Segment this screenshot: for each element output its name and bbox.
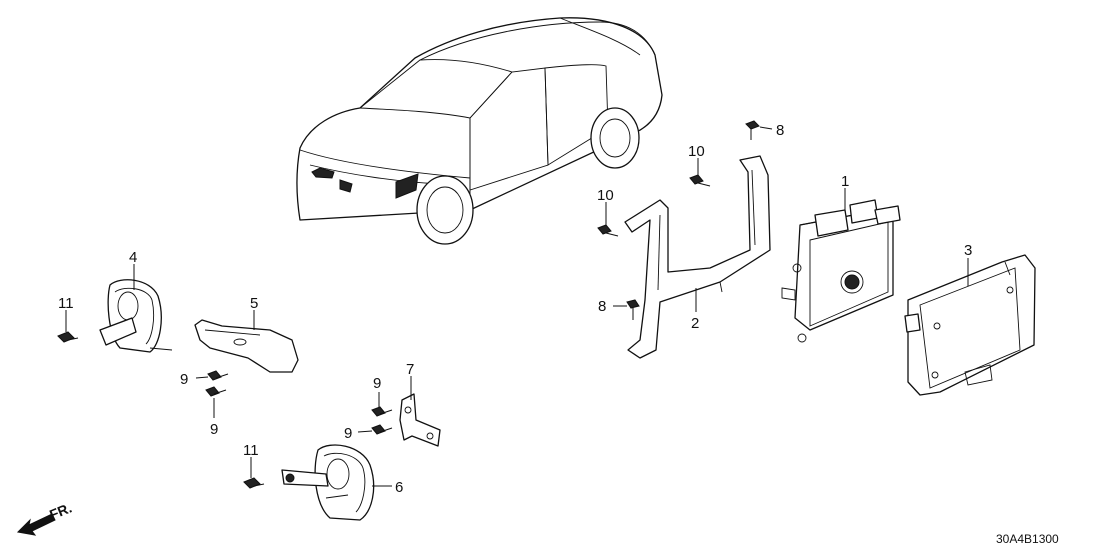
bolt-9-d: [371, 424, 393, 435]
callout-10-lower: 10: [597, 187, 614, 204]
bolt-9-b: [205, 386, 227, 397]
callout-8-upper: 8: [776, 122, 784, 139]
callout-7: 7: [406, 361, 414, 378]
nut-11-left: [57, 331, 79, 343]
leader-lines: [65, 126, 969, 487]
diagram-code: 30A4B1300: [996, 532, 1059, 546]
callout-3: 3: [964, 242, 972, 259]
callout-9-a: 9: [180, 371, 188, 388]
bolt-9-a: [207, 370, 229, 381]
part-5-horn-bracket: [194, 319, 299, 373]
part-7-bracket: [399, 393, 441, 447]
front-direction-indicator: FR.: [16, 499, 74, 536]
part-1-control-unit: [781, 199, 901, 343]
callout-11-lower: 11: [243, 442, 259, 459]
front-arrow-icon: [16, 513, 56, 536]
part-4-horn: [99, 279, 173, 353]
callout-9-b: 9: [210, 421, 218, 438]
vehicle-illustration: [296, 17, 663, 245]
callout-5: 5: [250, 295, 258, 312]
callout-labels: 1 2 3 4 5 6 7 8 8 9 9 9 9 10 10 11 11: [58, 122, 972, 496]
front-arrow-label: FR.: [47, 499, 74, 522]
bolt-8-upper: [745, 120, 760, 140]
callout-11-left: 11: [58, 295, 74, 312]
bolt-10-upper: [689, 174, 711, 187]
callout-2: 2: [691, 315, 699, 332]
callout-9-c: 9: [373, 375, 381, 392]
callout-9-d: 9: [344, 425, 352, 442]
callout-6: 6: [395, 479, 403, 496]
bolt-10-lower: [597, 224, 619, 237]
part-3-cover: [904, 254, 1036, 396]
callout-10-upper: 10: [688, 143, 705, 160]
callout-4: 4: [129, 249, 137, 266]
bolt-9-c: [371, 406, 393, 417]
callout-1: 1: [841, 173, 849, 190]
bolt-8-lower: [626, 299, 640, 320]
callout-8-lower: 8: [598, 298, 606, 315]
part-6-horn: [281, 444, 375, 521]
part-2-bracket: [624, 155, 771, 359]
nut-11-lower: [243, 477, 265, 489]
